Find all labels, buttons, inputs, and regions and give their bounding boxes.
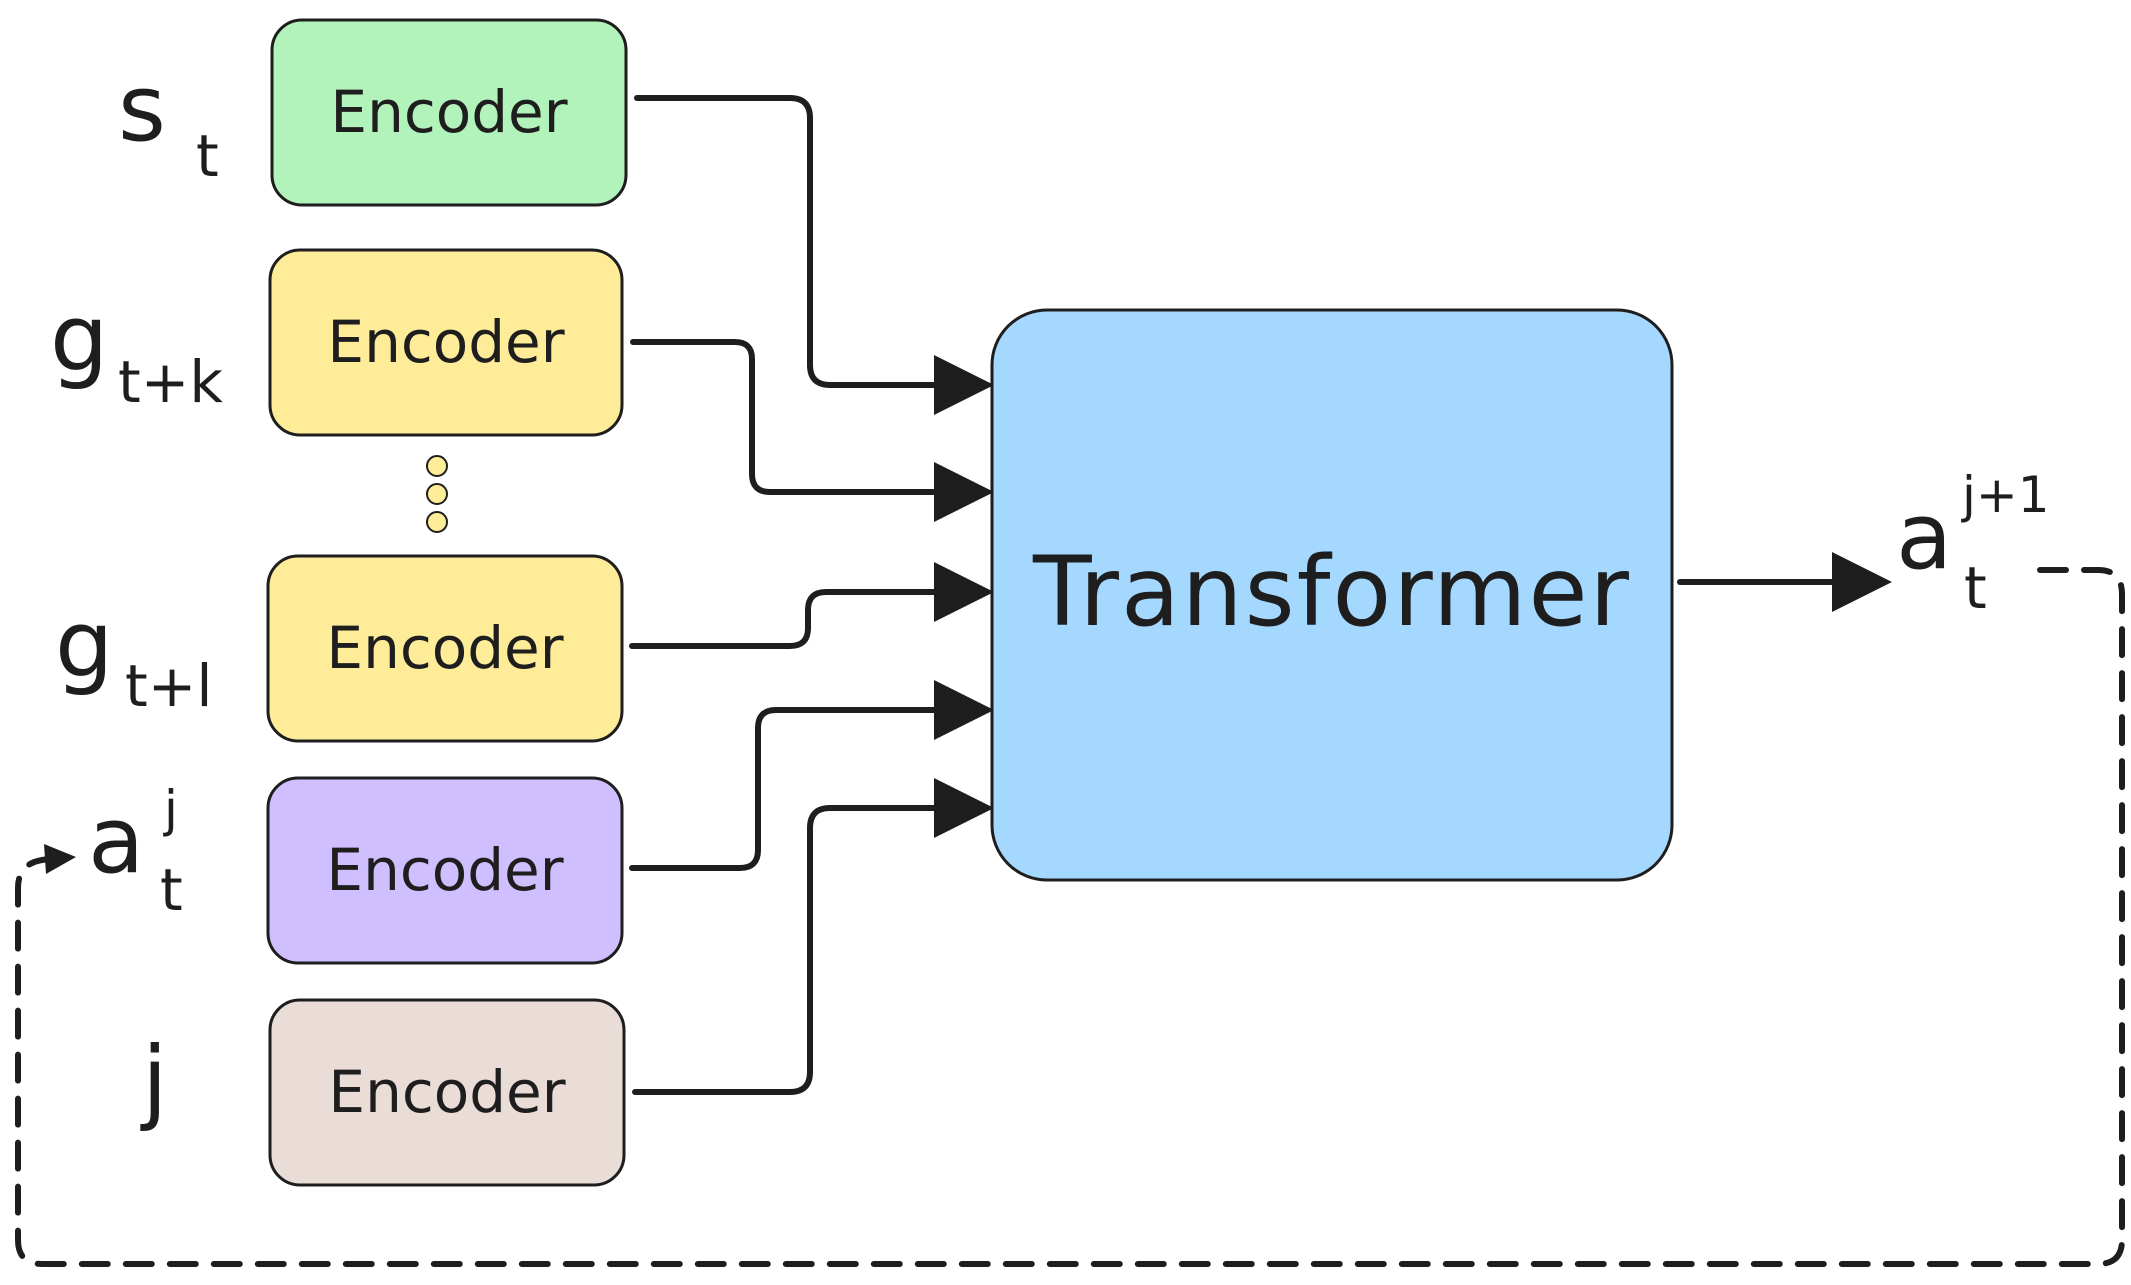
encoder-label: Encoder xyxy=(326,836,563,904)
input-superscript: j xyxy=(163,780,178,838)
ellipsis-dot xyxy=(426,455,448,477)
output-label: a j+1 t xyxy=(1896,466,2050,622)
input-label-goal-k: g t+k xyxy=(50,285,223,416)
output-superscript: j+1 xyxy=(1961,466,2050,524)
encoder-box xyxy=(270,18,628,207)
encoder-block-state: Encoder xyxy=(270,18,628,207)
connector-arrow xyxy=(632,778,994,1095)
input-label-state: s t xyxy=(118,55,219,190)
encoder-block-index: Encoder xyxy=(268,998,626,1187)
input-subscript: t xyxy=(196,122,219,190)
ellipsis-dot xyxy=(426,483,448,505)
encoder-label: Encoder xyxy=(330,78,567,146)
input-base: g xyxy=(55,591,113,698)
input-base: j xyxy=(140,1027,168,1134)
encoder-box xyxy=(268,248,624,437)
connector-arrow xyxy=(629,680,994,871)
encoder-block-action: Encoder xyxy=(266,776,624,965)
output-subscript: t xyxy=(1964,554,1987,622)
encoder-block-goal-l: Encoder xyxy=(266,554,624,743)
encoder-box xyxy=(266,554,624,743)
encoder-box xyxy=(266,776,624,965)
connector-arrow xyxy=(630,339,994,522)
connector-arrow xyxy=(629,562,994,649)
transformer-block: Transformer xyxy=(990,308,1674,882)
feedback-loop xyxy=(15,567,2125,1267)
input-base: g xyxy=(50,285,108,392)
encoder-block-goal-k: Encoder xyxy=(268,248,624,437)
ellipsis-dot xyxy=(426,511,448,533)
input-base: a xyxy=(88,787,144,894)
transformer-label: Transformer xyxy=(1032,536,1631,648)
connector-arrow xyxy=(634,95,994,415)
encoder-box xyxy=(268,998,626,1187)
input-label-index: j xyxy=(140,1027,168,1134)
input-subscript: t xyxy=(160,856,183,924)
input-subscript: t+l xyxy=(125,652,212,720)
input-base: s xyxy=(118,55,166,162)
output-base: a xyxy=(1896,483,1952,590)
ellipsis-dots xyxy=(426,455,448,533)
input-label-goal-l: g t+l xyxy=(55,591,212,720)
encoder-label: Encoder xyxy=(328,1058,565,1126)
encoder-label: Encoder xyxy=(327,308,564,376)
input-subscript: t+k xyxy=(118,348,223,416)
input-label-action: a j t xyxy=(88,780,183,924)
feedback-arrowhead xyxy=(44,844,76,874)
encoder-label: Encoder xyxy=(326,614,563,682)
